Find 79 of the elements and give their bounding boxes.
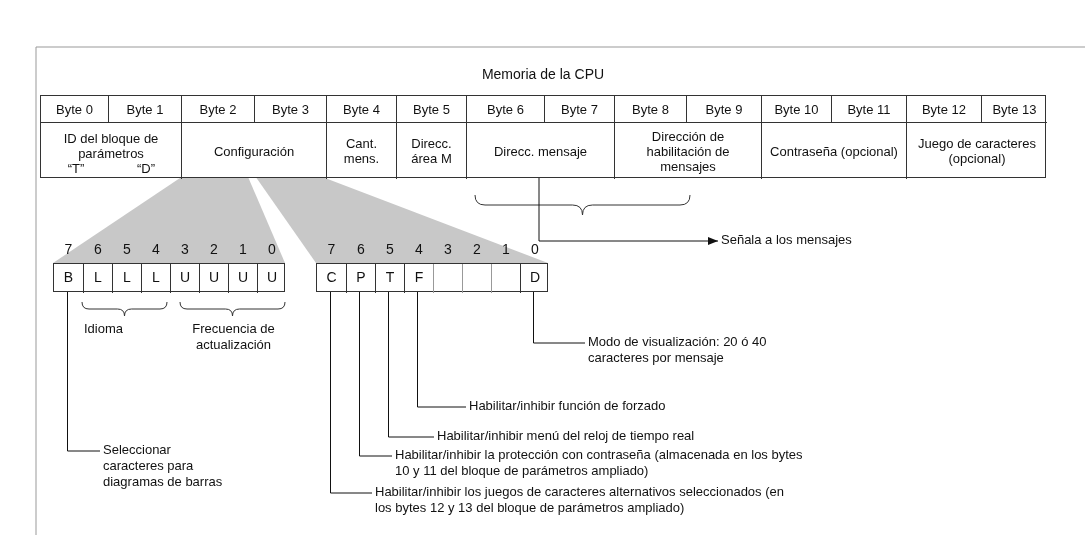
description-text: Seleccionar caracteres para diagramas de barras [100, 442, 225, 490]
byte-header-cell [544, 96, 614, 123]
byte-header-cell [466, 96, 544, 123]
bit-number: 3 [443, 241, 453, 257]
quoted-letter: “T” [66, 161, 86, 176]
bit-letter: C [325, 270, 338, 285]
byte-header-cell [614, 96, 686, 123]
byte-label: Byte 8 [631, 102, 670, 117]
bit-number: 6 [356, 241, 366, 257]
field-label: Cant. mens. [342, 136, 381, 166]
bit-letter: U [207, 270, 221, 285]
field-label: Direcc. área M [410, 136, 453, 166]
byte-header-cell [396, 96, 466, 123]
bit-number: 4 [151, 241, 161, 257]
bit-number: 0 [530, 241, 540, 257]
byte-label: Byte 6 [486, 102, 525, 117]
byte-label: Byte 7 [560, 102, 599, 117]
leader-line [388, 291, 435, 438]
brace-label: Frecuencia de actualización [191, 321, 276, 353]
bit-number: 6 [93, 241, 103, 257]
byte-label: Byte 4 [342, 102, 381, 117]
bit-letter: P [355, 270, 367, 285]
byte-header-cell [906, 96, 981, 123]
byte-header-cell [686, 96, 761, 123]
byte-label: Byte 10 [773, 102, 820, 117]
leader-line [67, 291, 101, 452]
bit-letter: F [413, 270, 425, 285]
bit-number: 3 [180, 241, 190, 257]
bit-letter: L [93, 270, 103, 285]
brace-label: Idioma [84, 321, 125, 337]
bit-number: 5 [385, 241, 395, 257]
byte-label: Byte 5 [412, 102, 451, 117]
bit-number: 7 [63, 241, 74, 257]
byte-label: Byte 9 [704, 102, 744, 117]
pointer-arrow [538, 177, 719, 245]
bit-number: 1 [238, 241, 248, 257]
byte-header-cell [981, 96, 1047, 123]
byte-header-cell [181, 96, 254, 123]
quoted-letter: “D” [135, 161, 156, 176]
bit-number: 7 [326, 241, 337, 257]
field-label: Configuración [212, 143, 296, 159]
bit-letter: L [122, 270, 132, 285]
byte-label: Byte 1 [125, 102, 165, 117]
field-label: Dirección de habilitación de mensajes [645, 128, 731, 174]
byte-header-cell [108, 96, 181, 123]
expansion-wedge [256, 178, 548, 263]
byte-label: Byte 11 [846, 102, 892, 117]
byte-label: Byte 13 [991, 102, 1038, 117]
field-label: Juego de caracteres (opcional) [917, 136, 1037, 166]
bit-letter: U [178, 270, 192, 285]
bit-letter: T [384, 270, 396, 285]
field-label: ID del bloque de parámetros [62, 131, 160, 161]
byte-label: Byte 2 [198, 102, 238, 117]
table-title: Memoria de la CPU [480, 66, 606, 82]
bit-number: 4 [414, 241, 424, 257]
bit-number: 2 [472, 241, 482, 257]
bit-number: 2 [209, 241, 219, 257]
bit-letter: D [528, 270, 542, 285]
byte-label: Byte 3 [271, 102, 310, 117]
byte-label: Byte 12 [920, 102, 968, 117]
bit-letter: U [265, 270, 279, 285]
bit-number: 0 [267, 241, 277, 257]
leader-line [417, 291, 467, 408]
byte-label: Byte 0 [55, 102, 94, 117]
bit-number: 1 [501, 241, 511, 257]
field-label: Direcc. mensaje [492, 143, 589, 159]
field-label: Contraseña (opcional) [769, 143, 899, 159]
expansion-wedge [53, 178, 285, 263]
byte-header-cell [254, 96, 326, 123]
byte-header-cell [326, 96, 396, 123]
leader-line [330, 291, 373, 494]
bit-letter: U [236, 270, 250, 285]
byte-header-cell [761, 96, 831, 123]
bit-letter: B [62, 270, 75, 285]
byte-header-cell [831, 96, 906, 123]
leader-line [533, 291, 586, 344]
bit-number: 5 [122, 241, 132, 257]
leader-line [359, 291, 393, 457]
bit-letter: L [151, 270, 161, 285]
